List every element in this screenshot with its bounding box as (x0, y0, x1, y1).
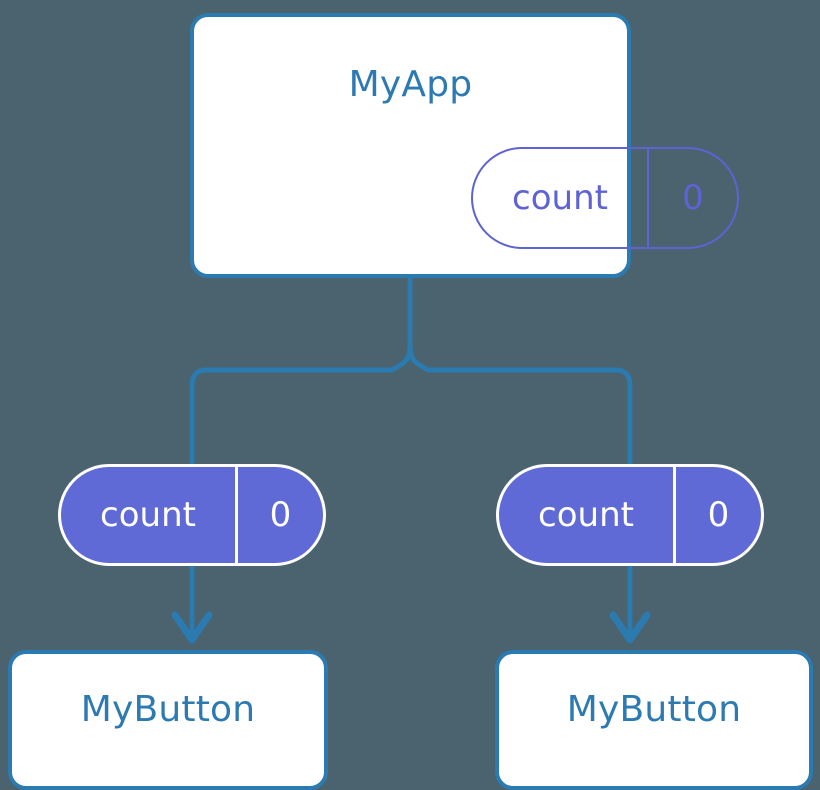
component-node-mybutton-right[interactable]: MyButton (495, 650, 813, 790)
prop-pill-right[interactable]: count 0 (496, 464, 764, 566)
edge-split-right (407, 343, 619, 373)
prop-key-label: count (61, 467, 238, 563)
arrowhead-right-icon (609, 611, 651, 644)
state-pill-myapp[interactable]: count 0 (471, 147, 739, 249)
component-title-mybutton: MyButton (80, 689, 256, 730)
state-key-label: count (473, 149, 649, 247)
edge-rail-left (189, 367, 207, 470)
prop-pill-left[interactable]: count 0 (58, 464, 326, 566)
component-title-myapp: MyApp (348, 64, 473, 105)
diagram-canvas: MyApp count 0 count 0 count 0 MyButton M… (8, 13, 813, 790)
component-title-mybutton: MyButton (566, 689, 742, 730)
prop-key-label: count (499, 467, 676, 563)
prop-value-label: 0 (269, 495, 292, 535)
component-node-myapp[interactable]: MyApp count 0 (190, 13, 739, 278)
component-node-mybutton-left[interactable]: MyButton (8, 650, 328, 790)
edge-split-left (203, 343, 413, 373)
state-value-label: 0 (682, 178, 704, 218)
prop-value-label: 0 (707, 495, 730, 535)
edge-rail-right (615, 367, 633, 470)
arrowhead-left-icon (171, 611, 213, 644)
